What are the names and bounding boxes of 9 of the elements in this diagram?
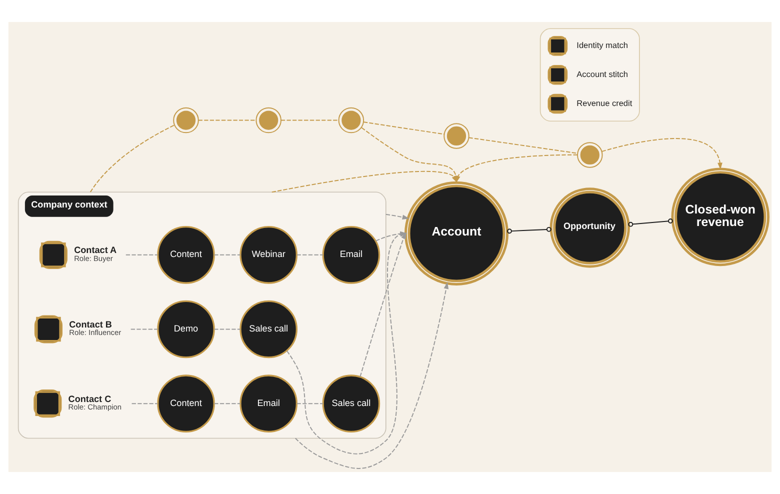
legend-label: Revenue credit [576,98,632,108]
node-label: Contact B [69,319,112,330]
node-label: Contact A [74,245,117,256]
legend-label: Identity match [576,41,628,50]
legend-label: Account stitch [576,70,628,79]
node-label: Role: Champion [68,402,122,412]
node-label: Role: Buyer [74,254,113,263]
node-label: Role: Influencer [69,328,122,338]
node-label: Contact C [68,394,112,404]
